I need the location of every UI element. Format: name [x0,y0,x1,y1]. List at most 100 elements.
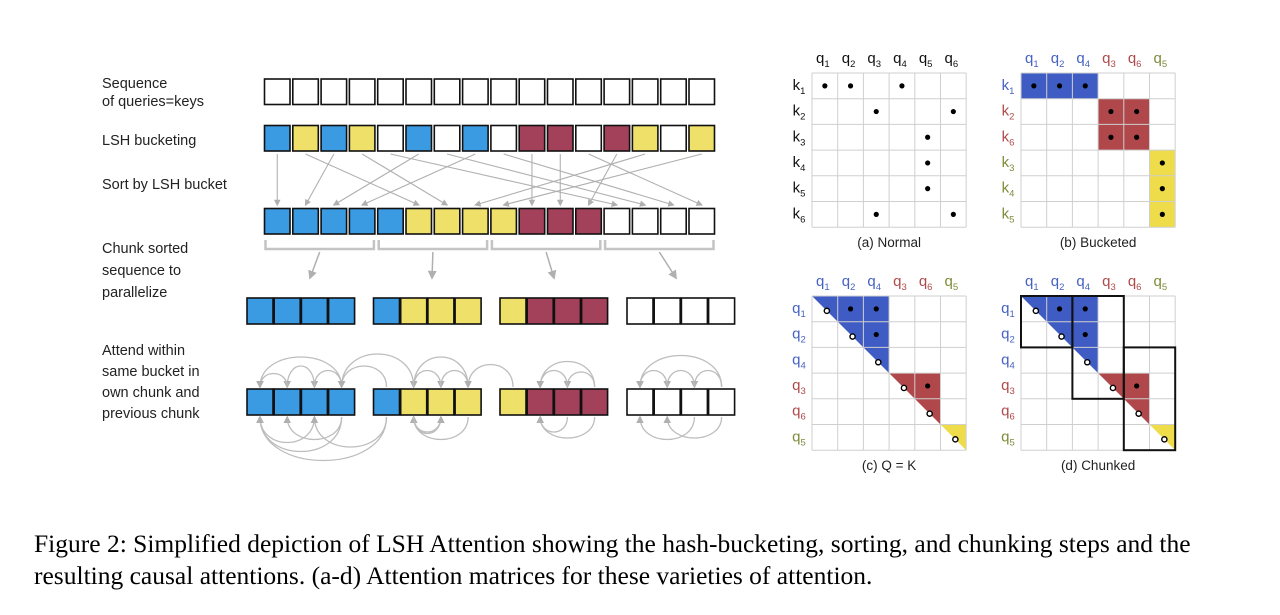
column-label: q1 [1025,50,1039,70]
row-label: k5 [793,180,806,200]
self-attention-dot [1032,307,1040,315]
column-label: q3 [867,50,881,70]
query-key-cell [461,78,489,106]
lsh-pipeline-diagram [246,78,736,462]
attention-dot [950,108,956,115]
sort-arrow [332,153,420,206]
attention-dot [925,134,931,140]
attention-arc [409,356,469,389]
chunk-arrow [545,251,557,280]
left-labels: Sequence of queries=keys LSH bucketing S… [102,76,227,422]
column-label: q1 [1025,273,1039,293]
attend-cell [580,388,609,416]
label-sequence-1: Sequence [102,76,167,92]
chunk-cell [246,297,274,325]
sorted-cell [433,207,461,235]
attention-arc [636,370,668,389]
column-label: q2 [842,50,856,70]
attention-dot [1056,306,1063,312]
sort-arrow [502,153,702,207]
sorted-cell [574,207,603,235]
bucketed-cell [263,124,291,152]
panel-caption: (d) Chunked [1061,458,1135,473]
attention-arc [437,370,469,389]
query-key-cell [291,78,320,106]
bucketed-cell [490,124,518,152]
query-key-cell [405,78,433,106]
label-attend-4: previous chunk [102,406,200,422]
row-label: k6 [1002,128,1015,148]
sort-arrow [474,153,646,207]
self-attention-dot [1058,333,1065,340]
row-label: k4 [1002,180,1015,200]
row-label: q4 [792,351,806,371]
chunk-arrow [427,251,437,280]
column-label: q4 [867,273,881,293]
query-key-cell [574,78,603,106]
attend-cell [626,388,654,416]
attend-cell [399,388,428,416]
attention-arc [536,360,596,389]
sorted-cell [603,207,631,235]
attention-dot [1134,134,1140,140]
attention-arc [256,415,316,444]
attention-arc [256,356,343,389]
attend-cell [372,388,401,416]
attend-cell [300,388,329,416]
label-attend-2: same bucket in [102,364,200,380]
label-sequence-2: of queries=keys [102,94,204,110]
column-label: q5 [919,50,933,70]
chunk-cell [626,297,654,325]
column-label: q5 [1154,273,1168,293]
sort-arrow [305,153,420,206]
query-key-cell [263,78,291,106]
sorted-cell [405,207,433,235]
row-label: k3 [1002,154,1015,174]
chunk-cell [653,297,682,325]
attend-cell [553,388,582,416]
attention-dot [1134,108,1140,115]
attention-dot [1134,383,1140,389]
chunk-cell [499,297,527,325]
attention-arc [256,372,288,389]
chunk-cell [399,297,428,325]
attention-dot [873,211,879,217]
panel-caption: (b) Bucketed [1060,235,1137,250]
attend-cell [327,388,356,416]
attention-dot [899,83,905,89]
attend-cell [273,388,302,416]
attention-dot [1082,306,1088,312]
sorted-cell [490,207,518,235]
attention-arc [409,370,442,389]
row-label: k1 [793,77,806,97]
query-key-cell [546,78,574,106]
row-label: q4 [1001,351,1015,371]
attention-arc [663,415,723,439]
bucketed-cell [659,124,688,152]
column-label: q4 [1076,273,1090,293]
attend-cell [454,388,482,416]
sort-arrow [588,153,703,206]
column-label: q2 [1051,273,1065,293]
query-key-cell [490,78,518,106]
attention-dot [925,383,931,389]
row-label: k4 [793,154,806,174]
attention-dot [847,306,854,312]
chunk-arrow [308,251,321,280]
attention-arc [256,415,343,453]
row-label: k5 [1002,205,1015,225]
column-label: q5 [945,273,959,293]
chunk-cell [427,297,455,325]
chunk-cell [707,297,736,325]
chunk-bracket [603,240,715,251]
bucketed-cell [320,124,348,152]
self-attention-dot [1135,410,1142,417]
attend-cell [499,388,527,416]
attention-arc [283,365,316,389]
attention-arc [536,415,569,433]
self-attention-dot [874,358,882,366]
row-label: k1 [1002,77,1015,97]
bucketed-cell [461,124,489,152]
self-attention-dot [1083,358,1091,366]
attention-dot [950,211,956,217]
